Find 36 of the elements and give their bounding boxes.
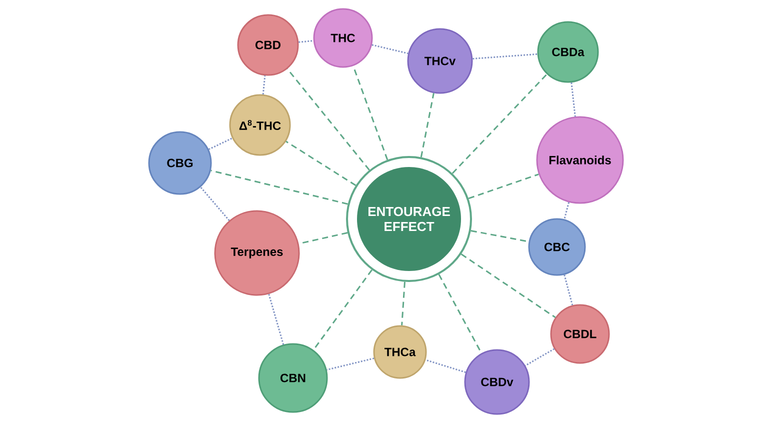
circle-node: CBG [148, 131, 212, 195]
connector-line [286, 68, 370, 171]
connector-line [312, 269, 372, 350]
connector-line [268, 294, 284, 345]
connector-line [326, 358, 374, 371]
circle-node: Terpenes [214, 210, 300, 296]
circle-node: Δ$^{8}$-THC [229, 94, 291, 156]
connector-line [200, 186, 230, 221]
circle-node: CBDL [550, 304, 610, 364]
circle-node: CBDv [464, 349, 530, 415]
circle-node: Flavanoids [536, 116, 624, 204]
circle-node: CBC [528, 218, 586, 276]
connector-line [470, 230, 529, 242]
circle-node: THCa [373, 325, 427, 379]
connector-line [472, 53, 538, 60]
circle-node: THCv [407, 28, 473, 94]
connector-line [262, 76, 266, 94]
connector-line [372, 44, 408, 54]
connector-line [298, 40, 314, 43]
circle-node: CBN [258, 343, 328, 413]
connector-line [452, 74, 548, 174]
connector-line [208, 138, 233, 150]
connector-line [286, 140, 356, 186]
connector-line [570, 82, 576, 117]
connector-line [524, 348, 555, 366]
circle-node: CBD [237, 14, 299, 76]
connector-line [420, 93, 434, 158]
connector-line [425, 359, 466, 374]
circle-node: CBDa [537, 21, 599, 83]
circle-node: THC [313, 8, 373, 68]
connector-line [210, 170, 348, 205]
connector-line [468, 174, 539, 200]
connector-line [564, 274, 574, 306]
connector-line [401, 282, 406, 326]
connector-line [564, 202, 570, 220]
connector-line [460, 254, 556, 318]
